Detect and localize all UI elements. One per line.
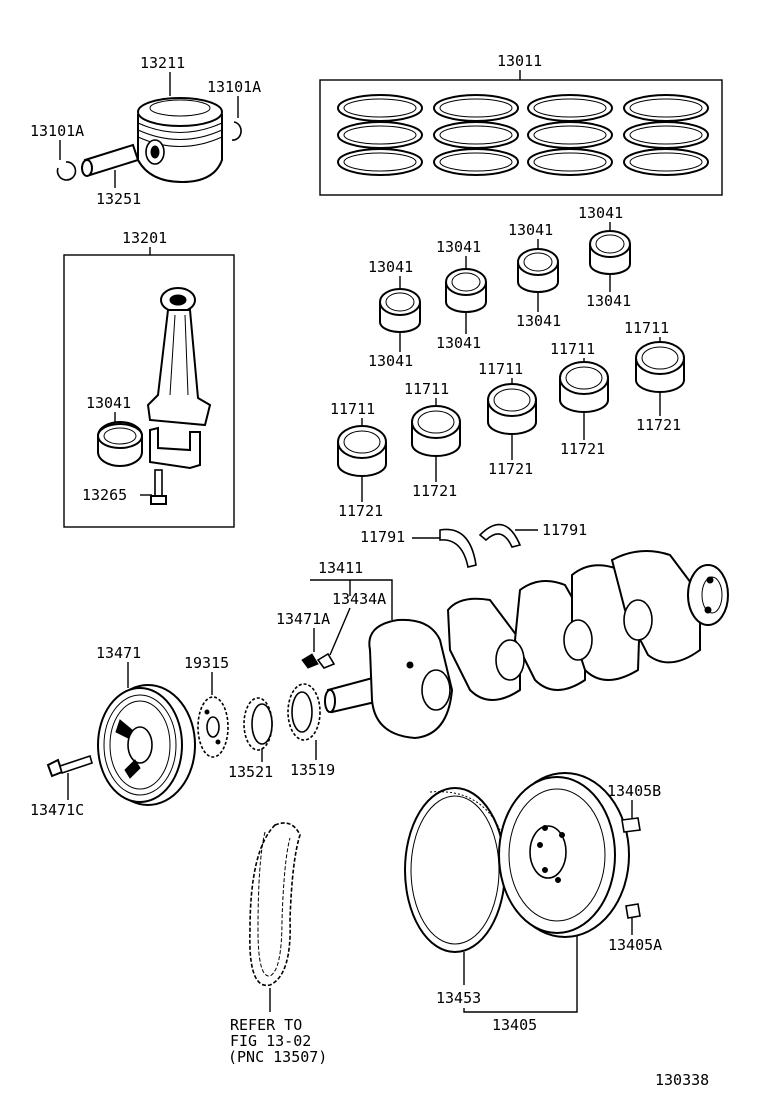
label-bearing-2-bottom: 13041 [436,334,481,352]
ring-set-frame [319,79,723,196]
ring-stack-1 [337,94,423,176]
label-plate: 19315 [184,654,229,672]
conrod-bearing-2: 13041 13041 [436,238,487,352]
label-bearing-3-bottom: 13041 [516,312,561,330]
label-crank-key: 13471A [276,610,330,628]
conrod-bearing-3: 13041 13041 [508,221,561,330]
label-snap-ring-left: 13101A [30,122,84,140]
label-main-1-top: 11711 [330,400,375,418]
label-crank-plug: 13434A [332,590,386,608]
conrod-group: 13201 13041 13265 [63,229,235,528]
conrod-bolt-icon [150,469,167,505]
conrod-bearing-icon [97,421,143,467]
label-bearing-1-top: 13041 [368,258,413,276]
label-pulley-bolt: 13471C [30,801,84,819]
label-bearing-4-top: 13041 [578,204,623,222]
label-flywheel-bolt: 13405B [607,782,661,800]
conrod-drawing [146,287,212,470]
main-bearing-2: 11711 11721 [404,380,461,500]
conrod-frame [63,254,235,528]
piston-group: 13211 13101A 13101A 13251 [30,54,261,208]
label-conrod-bearing: 13041 [86,394,131,412]
thrust-washer-left-icon [439,528,477,568]
crankshaft-drawing [324,550,729,740]
label-snap-ring-right: 13101A [207,78,261,96]
main-bearing-5: 11711 11721 [624,319,685,434]
refer-note-line2: FIG 13-02 [230,1032,311,1050]
label-piston-pin: 13251 [96,190,141,208]
main-bearings: 11711 11721 11711 11721 11711 11721 11711 11721… [330,319,685,520]
label-main-2-bottom: 11721 [412,482,457,500]
diagram-id: 130338 [655,1071,709,1089]
label-flywheel: 13405 [492,1016,537,1034]
pulley-group: 13471 13471C [30,644,196,819]
crankshaft-group: 13411 13434A 13471A [276,550,729,740]
piston-drawing [137,97,223,184]
label-bearing-4-bottom: 13041 [586,292,631,310]
main-bearing-3: 11711 11721 [478,360,537,478]
label-ring-set: 13011 [497,52,542,70]
ring-stack-4 [623,94,709,176]
flywheel-group: 13405B 13405A 13453 13405 [404,772,662,1034]
label-conrod-bolt: 13265 [82,486,127,504]
ring-stack-3 [527,94,613,176]
label-main-3-bottom: 11721 [488,460,533,478]
label-main-5-top: 11711 [624,319,669,337]
label-sprocket: 13519 [290,761,335,779]
label-pulley: 13471 [96,644,141,662]
snap-ring-left-icon [56,161,77,181]
label-thrust-left: 11791 [360,528,405,546]
refer-note-line1: REFER TO [230,1016,302,1034]
conrod-bearings: 13041 13041 13041 13041 13041 13041 13041 13041 [368,204,631,370]
label-main-1-bottom: 11721 [338,502,383,520]
label-main-2-top: 11711 [404,380,449,398]
thrust-washer-right-icon [478,523,522,548]
label-conrod-assy: 13201 [122,229,167,247]
crank-key-icon [301,653,319,669]
sprocket-icon [287,683,321,741]
thrust-washers: 11791 11791 [360,521,587,568]
piston-pin-drawing [81,143,140,177]
timing-plate-icon [197,696,229,758]
label-main-4-bottom: 11721 [560,440,605,458]
main-bearing-1: 11711 11721 [330,400,387,520]
pulley-bolt-icon [46,754,93,778]
label-piston: 13211 [140,54,185,72]
main-bearing-4: 11711 11721 [550,340,609,458]
snap-ring-right-icon [231,121,242,141]
ring-gear-drawing [404,787,506,953]
label-main-4-top: 11711 [550,340,595,358]
label-thrust-right: 11791 [542,521,587,539]
flywheel-drawing [498,772,630,938]
ring-stacks [337,94,709,176]
label-bearing-1-bottom: 13041 [368,352,413,370]
refer-note-line3: (PNC 13507) [228,1048,327,1066]
label-bearing-3-top: 13041 [508,221,553,239]
label-crankshaft: 13411 [318,559,363,577]
label-gear-small: 13521 [228,763,273,781]
label-main-3-top: 11711 [478,360,523,378]
conrod-bearing-4: 13041 13041 [578,204,631,310]
timing-parts: 19315 13521 13519 [184,654,335,781]
label-bearing-2-top: 13041 [436,238,481,256]
label-ring-gear: 13453 [436,989,481,1007]
flywheel-bolt-icon [621,817,641,833]
gear-small-icon [243,697,273,751]
label-flywheel-pin: 13405A [608,936,662,954]
ring-set-group: 13011 [319,52,723,196]
flywheel-pin-icon [625,903,641,919]
crank-pulley-drawing [97,684,196,806]
conrod-bearing-1: 13041 13041 [368,258,421,370]
ring-stack-2 [433,94,519,176]
timing-chain: REFER TO FIG 13-02 (PNC 13507) [228,822,327,1066]
label-main-5-bottom: 11721 [636,416,681,434]
